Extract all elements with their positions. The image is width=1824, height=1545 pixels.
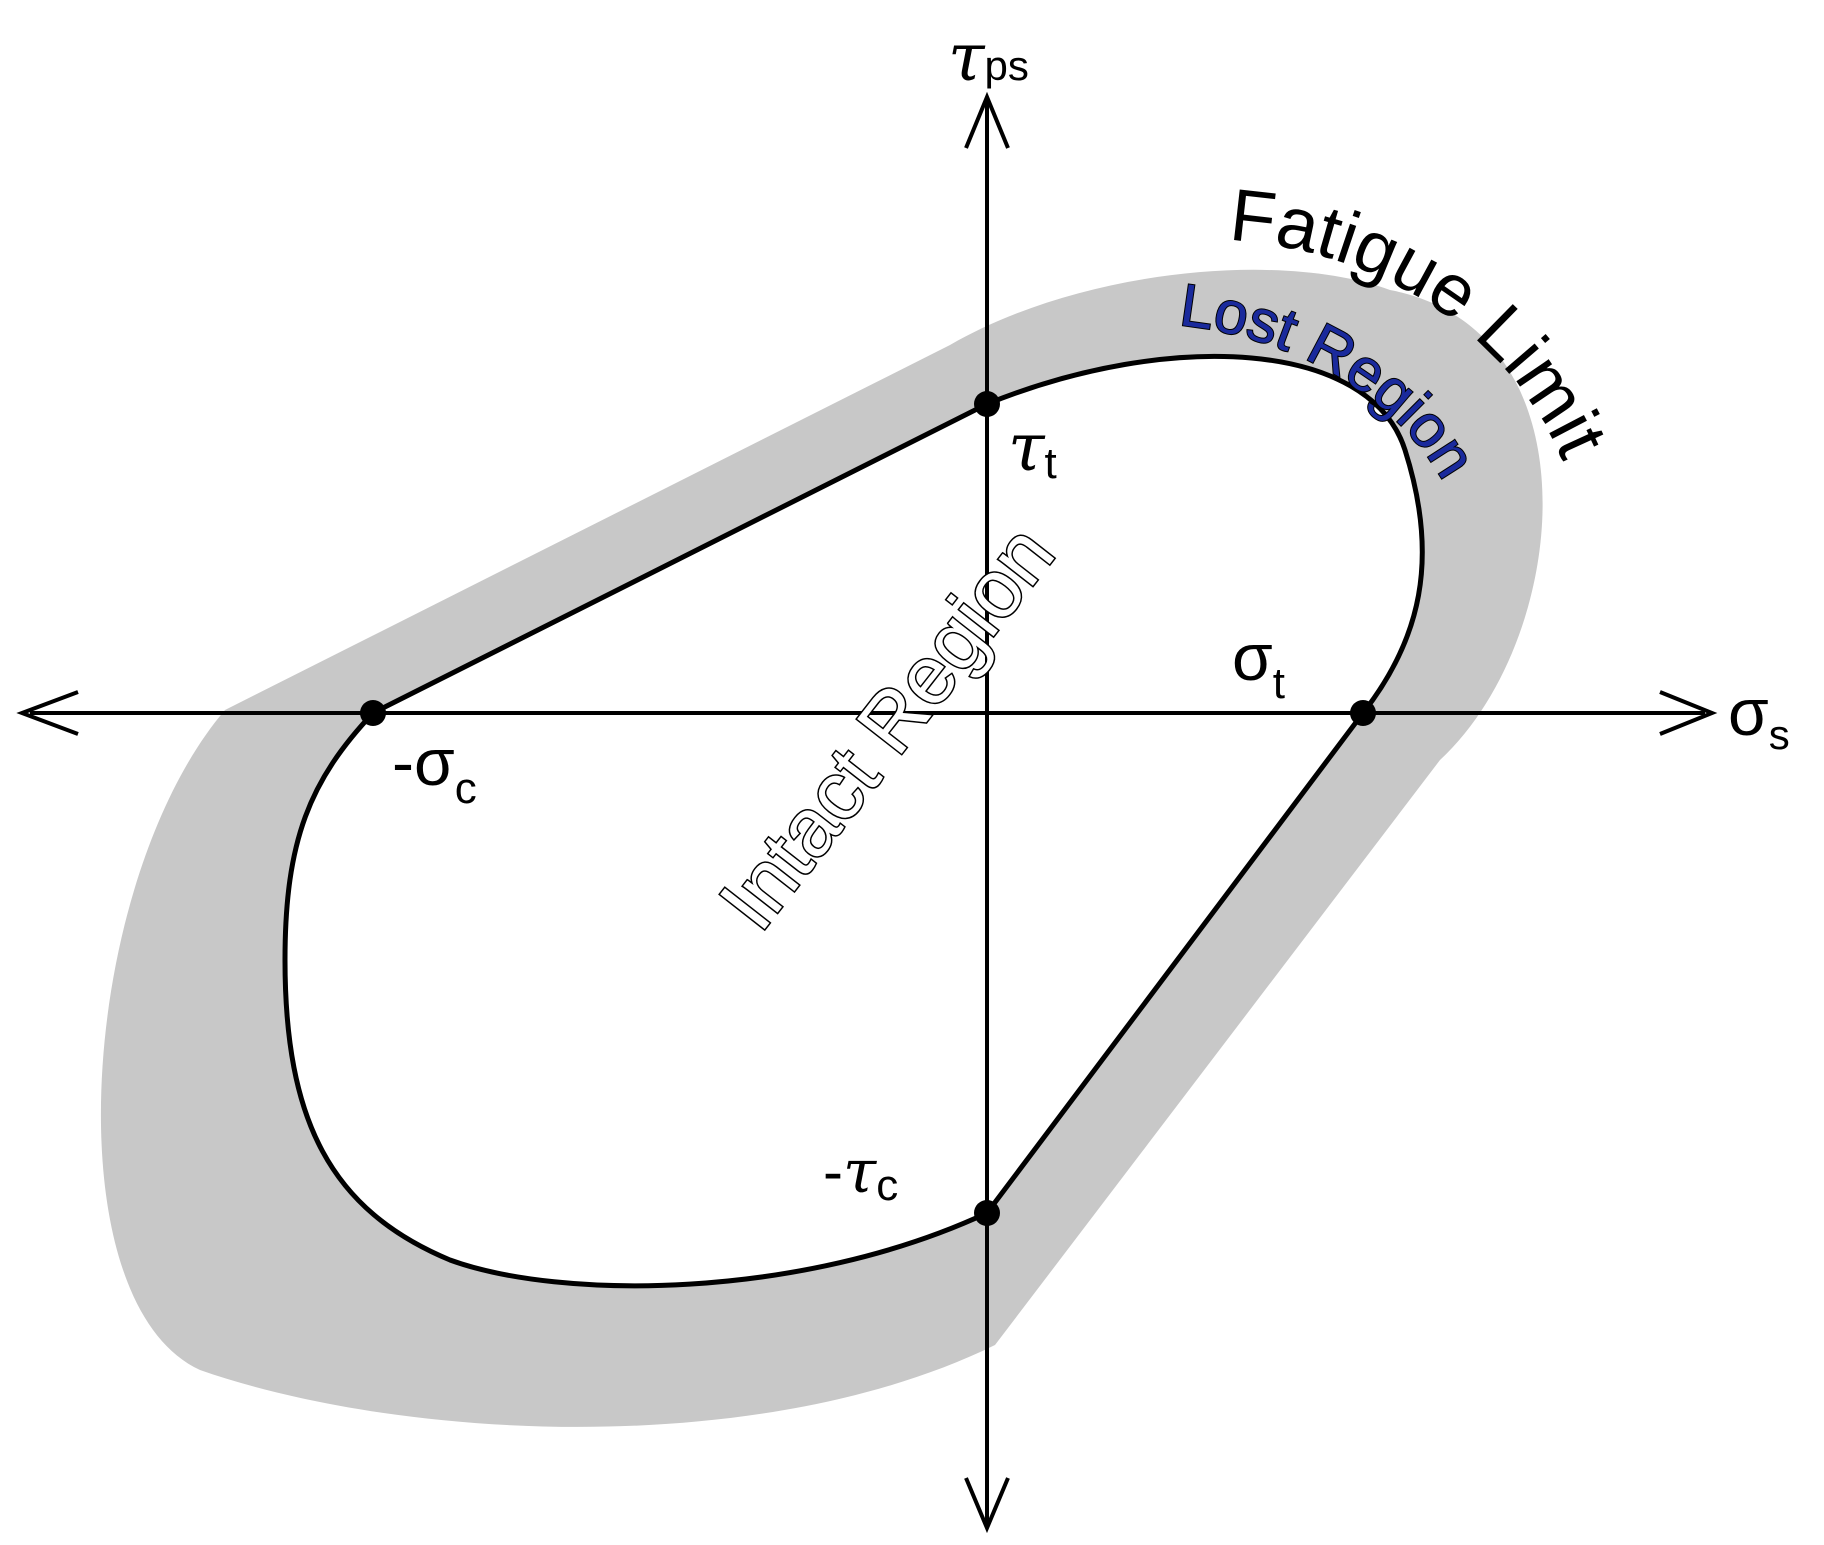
label-sigma-t: σt: [1232, 620, 1285, 708]
sigma-axis-arrow-right: [1659, 690, 1718, 736]
label-neg-tau-c: -τc: [823, 1137, 898, 1210]
label-neg-sigma-c: -σc: [392, 725, 477, 813]
point-sigma-t: [1350, 700, 1376, 726]
point-neg-tau-c: [974, 1200, 1000, 1226]
point-neg-sigma-c: [360, 700, 386, 726]
point-tau-t: [974, 391, 1000, 417]
label-tau-t: τt: [1008, 409, 1057, 488]
intact-region-envelope: [282, 353, 1425, 1289]
x-axis-label: σs: [1728, 675, 1790, 758]
tau-axis-arrow-top: [964, 91, 1010, 149]
y-axis-label: τps: [948, 19, 1029, 96]
sigma-axis-arrow-left: [16, 690, 79, 736]
tau-axis-arrow-bottom: [964, 1477, 1010, 1534]
